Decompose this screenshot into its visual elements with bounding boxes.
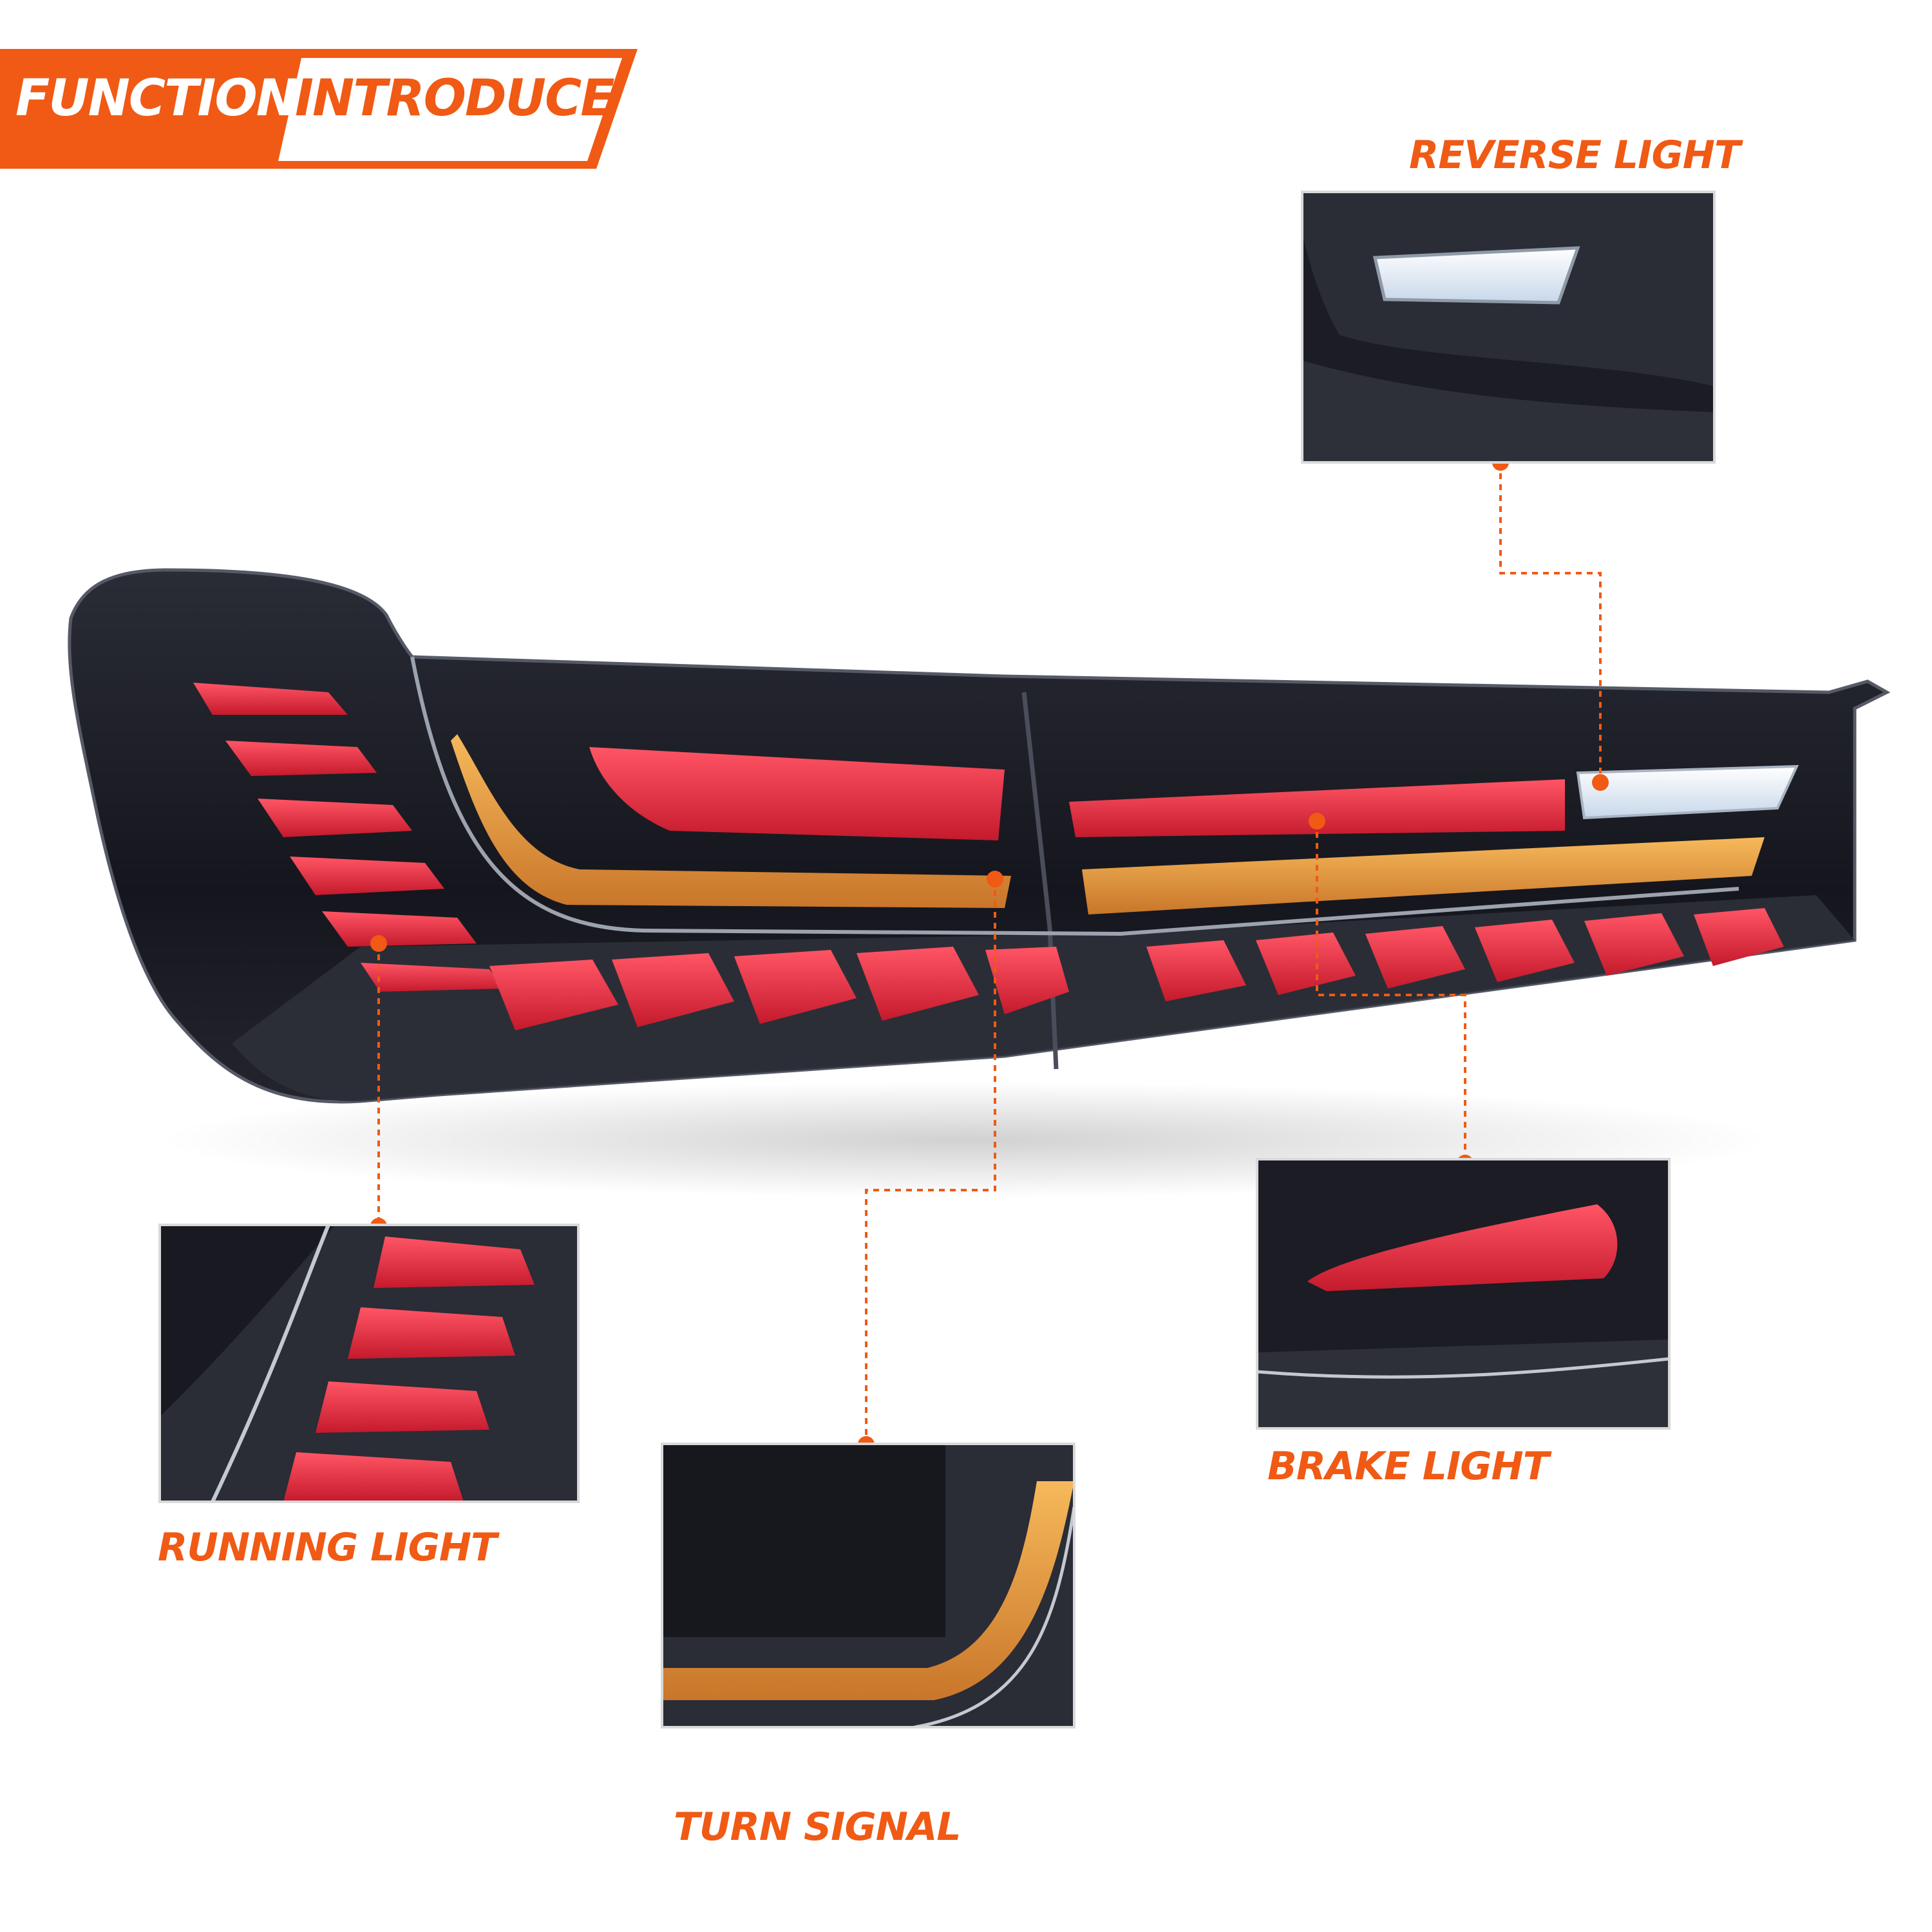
turn-signal-label: TURN SIGNAL bbox=[674, 1804, 961, 1850]
right-brake-element bbox=[1069, 779, 1565, 837]
lower-dragon-scales bbox=[489, 908, 1784, 1030]
reverse-inset-frame bbox=[1301, 191, 1716, 464]
chrome-trim bbox=[410, 656, 1739, 936]
left-turn-strip bbox=[451, 734, 1011, 908]
reverse-light-inset bbox=[1302, 192, 1714, 462]
header-title-function: FUNCTION bbox=[15, 70, 298, 128]
right-turn-strip bbox=[1082, 837, 1765, 914]
turn-signal-inset bbox=[662, 1444, 1074, 1727]
brake-inset-frame bbox=[1256, 1158, 1671, 1430]
reverse-light-element bbox=[1576, 764, 1799, 820]
running-inset-frame bbox=[158, 1224, 580, 1503]
running-light-stack bbox=[193, 683, 502, 992]
running-light-label: RUNNING LIGHT bbox=[158, 1525, 497, 1570]
running-light-inset bbox=[160, 1225, 578, 1502]
brake-light-inset bbox=[1257, 1159, 1669, 1428]
turn-inset-frame bbox=[661, 1443, 1075, 1728]
left-brake-element bbox=[589, 747, 1005, 840]
header-banner-white bbox=[278, 58, 622, 161]
leader-lines bbox=[377, 462, 1602, 1444]
tail-light-set bbox=[68, 568, 1891, 1198]
brake-light-label: BRAKE LIGHT bbox=[1267, 1444, 1549, 1489]
header-title-introduce: INTRODUCE bbox=[295, 70, 614, 128]
reverse-light-label: REVERSE LIGHT bbox=[1409, 133, 1741, 178]
panel-seam bbox=[1021, 692, 1059, 1070]
